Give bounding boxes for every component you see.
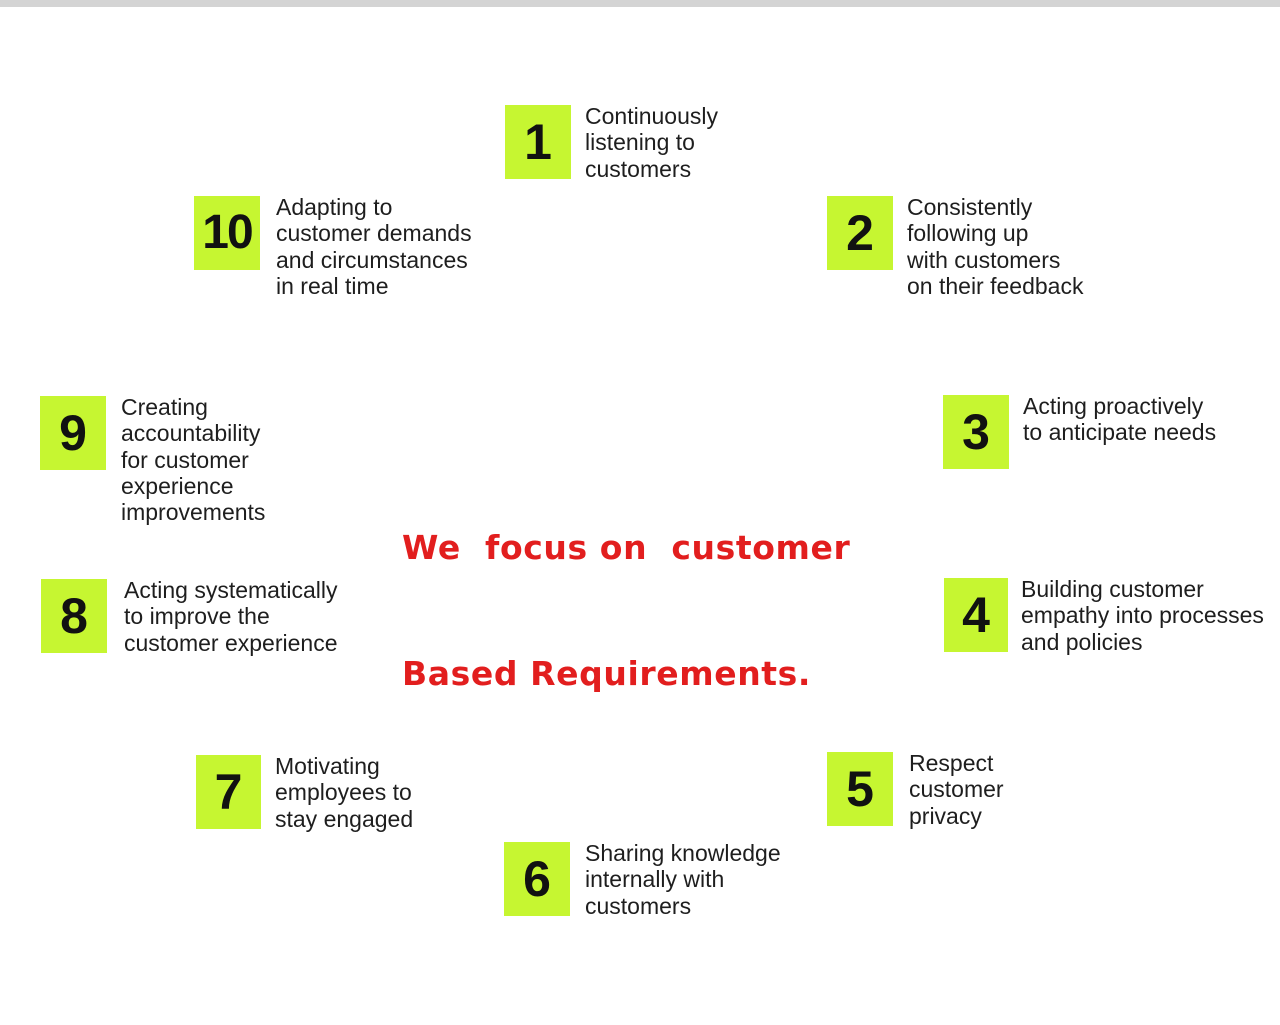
center-title-line-1: We focus on customer [402,528,851,567]
item-number: 4 [962,587,990,643]
item-8: 8 Acting systematically to improve the c… [41,577,338,656]
item-number: 8 [60,588,88,644]
center-title-line-2: Based Requirements. [402,654,812,693]
item-number: 2 [846,205,874,261]
number-badge-3: 3 [943,395,1009,469]
item-text: Sharing knowledge internally with custom… [585,840,781,919]
item-9: 9 Creating accountability for customer e… [40,394,266,526]
item-1: 1 Continuously listening to customers [505,103,718,182]
item-text: Acting systematically to improve the cus… [124,577,338,656]
item-number: 5 [846,761,874,817]
number-badge-6: 6 [504,842,570,916]
item-2: 2 Consistently following up with custome… [827,194,1084,299]
item-3: 3 Acting proactively to anticipate needs [943,393,1217,469]
item-number: 10 [202,206,253,259]
item-10: 10 Adapting to customer demands and circ… [194,194,472,299]
item-text: Adapting to customer demands and circums… [276,194,472,299]
item-4: 4 Building customer empathy into process… [944,576,1267,655]
number-badge-4: 4 [944,578,1008,652]
item-text: Creating accountability for customer exp… [121,394,266,526]
item-number: 3 [962,404,990,460]
number-badge-2: 2 [827,196,893,270]
item-number: 1 [524,114,552,170]
number-badge-5: 5 [827,752,893,826]
number-badge-7: 7 [196,755,261,829]
item-text: Continuously listening to customers [585,103,718,182]
item-text: Consistently following up with customers… [907,194,1084,299]
number-badge-1: 1 [505,105,571,179]
number-badge-9: 9 [40,396,106,470]
item-7: 7 Motivating employees to stay engaged [196,753,414,832]
item-text: Motivating employees to stay engaged [275,753,414,832]
item-number: 9 [59,405,87,461]
item-number: 6 [523,851,551,907]
number-badge-8: 8 [41,579,107,653]
item-number: 7 [214,764,243,820]
top-divider-bar [0,0,1280,7]
center-title: We focus on customer Based Requirements. [402,443,922,737]
item-text: Respect customer privacy [909,750,1004,829]
number-badge-10: 10 [194,196,260,270]
item-text: Acting proactively to anticipate needs [1023,393,1217,446]
item-text: Building customer empathy into processes… [1021,576,1264,655]
item-6: 6 Sharing knowledge internally with cust… [504,840,781,919]
item-5: 5 Respect customer privacy [827,750,1004,829]
